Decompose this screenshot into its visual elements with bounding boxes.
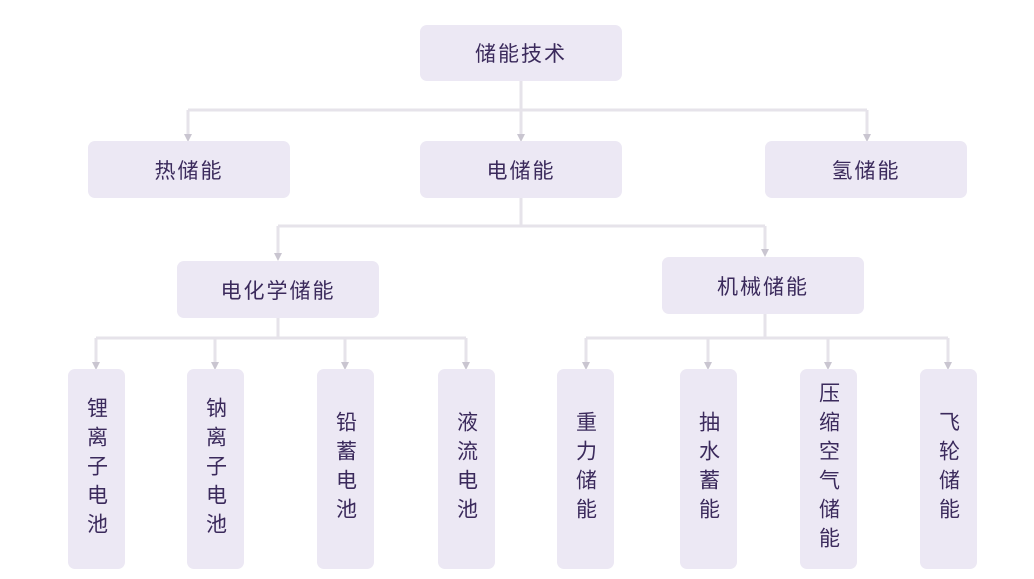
sodium-ion-battery-node: 钠离子电池 xyxy=(187,369,244,569)
hydrogen-storage-node: 氢储能 xyxy=(765,141,967,198)
thermal-storage-node: 热储能 xyxy=(88,141,290,198)
root-node: 储能技术 xyxy=(420,25,622,81)
pumped-hydro-storage-node: 抽水蓄能 xyxy=(680,369,737,569)
mechanical-storage-node: 机械储能 xyxy=(662,257,864,314)
electrochemical-storage-node: 电化学储能 xyxy=(177,261,379,318)
flywheel-storage-node: 飞轮储能 xyxy=(920,369,977,569)
compressed-air-storage-node: 压缩空气储能 xyxy=(800,369,857,569)
flow-battery-node: 液流电池 xyxy=(438,369,495,569)
lead-acid-battery-node: 铅蓄电池 xyxy=(317,369,374,569)
lithium-ion-battery-node: 锂离子电池 xyxy=(68,369,125,569)
gravity-storage-node: 重力储能 xyxy=(557,369,614,569)
electrical-storage-node: 电储能 xyxy=(420,141,622,198)
